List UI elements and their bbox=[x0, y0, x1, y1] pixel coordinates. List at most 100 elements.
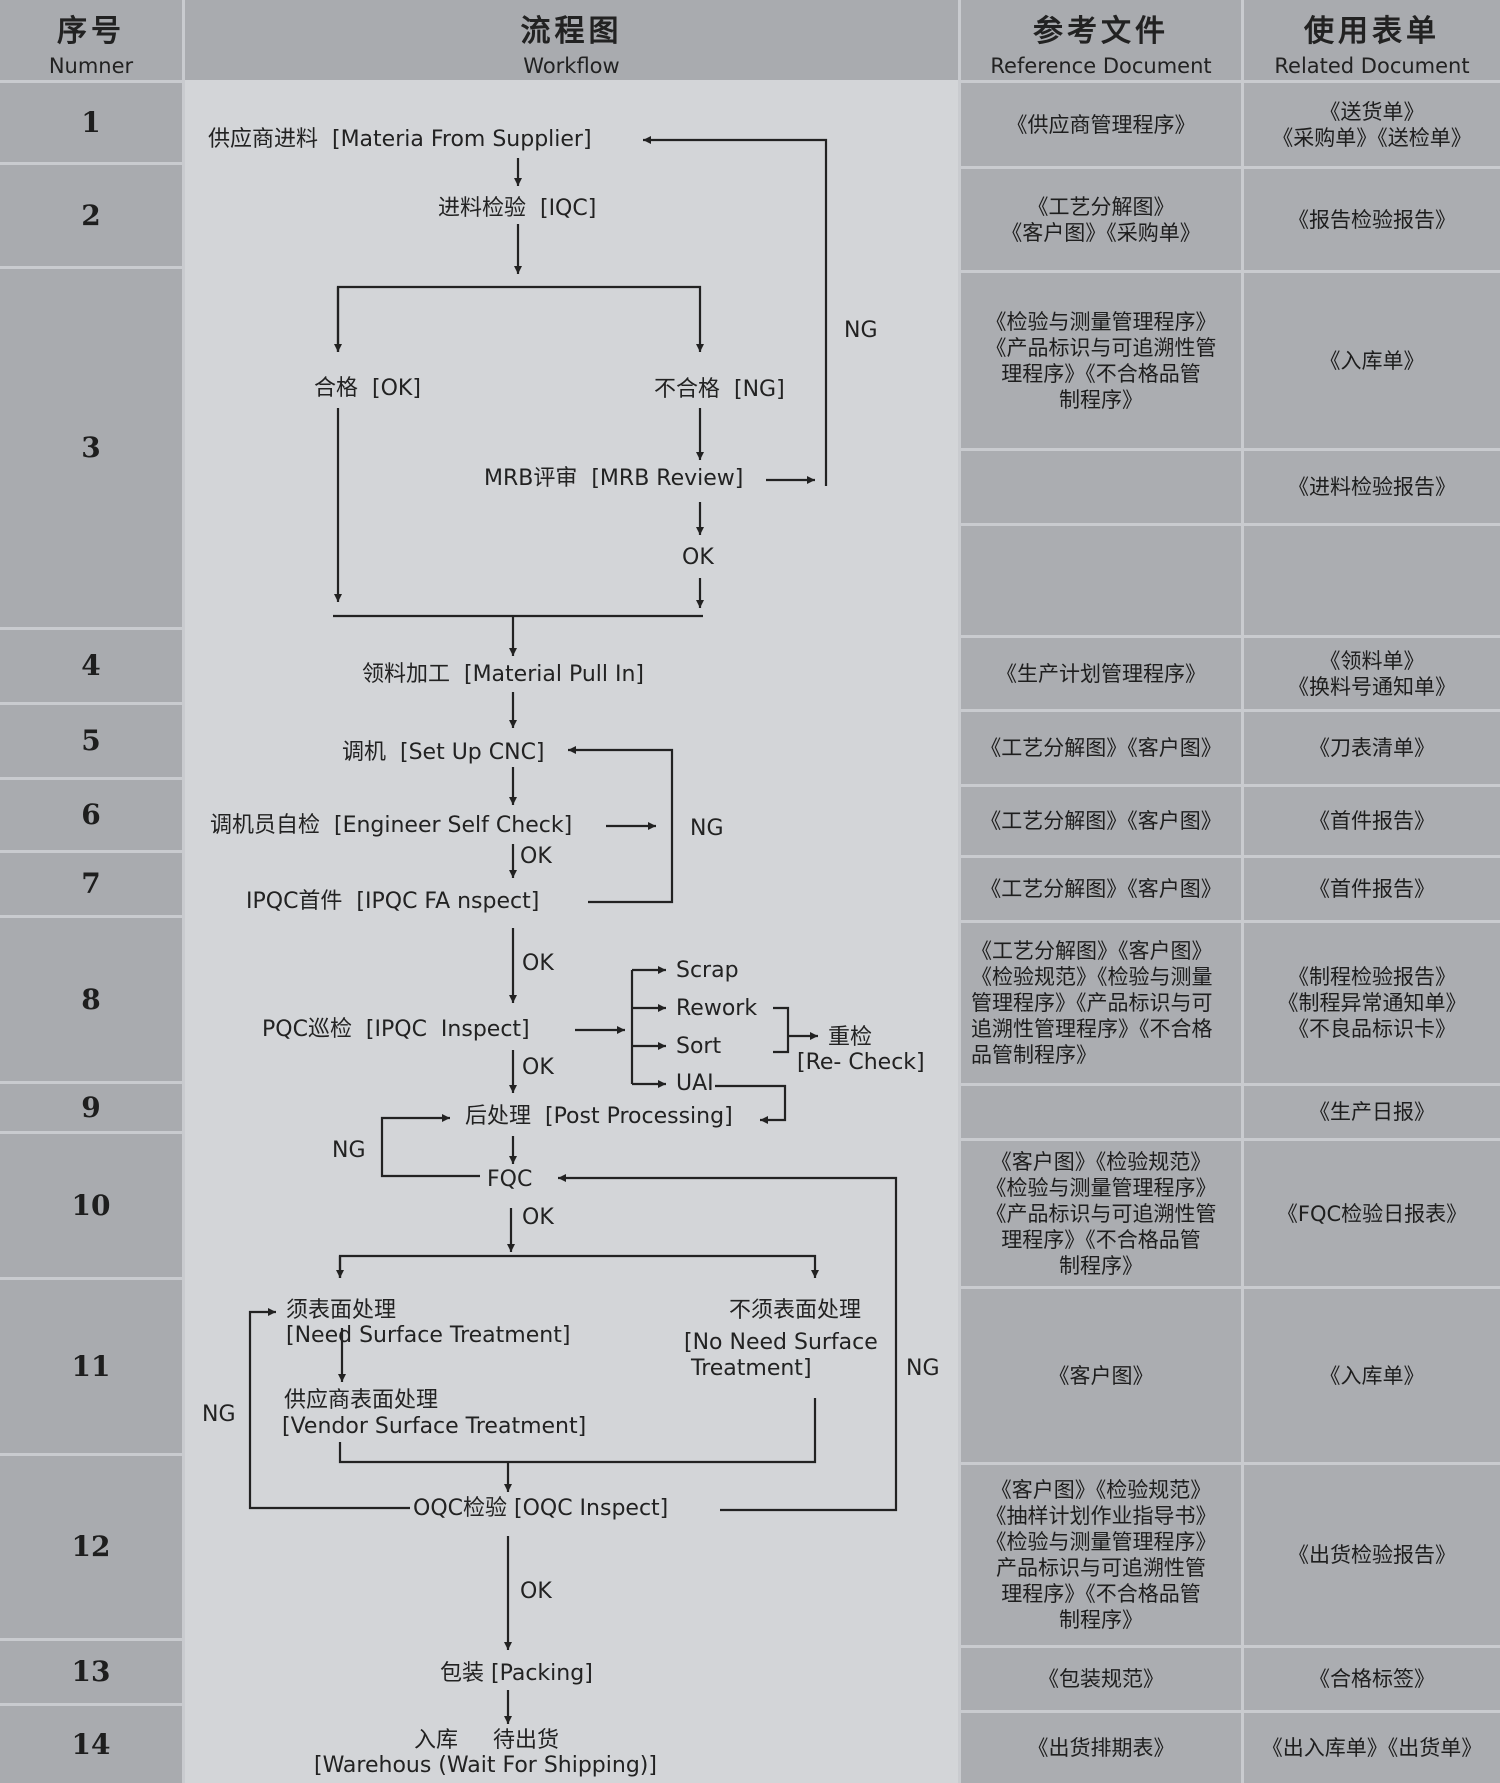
node-ok: 合格 [OK] bbox=[314, 376, 421, 401]
label-ipqc-ok: OK bbox=[522, 951, 554, 976]
line-ng-return bbox=[643, 136, 828, 486]
node-no-need-en: [No Need Surface Treatment] bbox=[684, 1330, 878, 1381]
line-fqc-ng-loop bbox=[380, 1114, 480, 1178]
line-ipqc-ng-return bbox=[568, 746, 674, 904]
node-fqc: FQC bbox=[487, 1167, 533, 1192]
node-uai: UAI bbox=[676, 1071, 714, 1096]
row-number-2: 2 bbox=[0, 165, 182, 266]
node-recheck-en: [Re- Check] bbox=[797, 1050, 925, 1075]
row-number-10: 10 bbox=[0, 1134, 182, 1277]
line-oqc-ng-right bbox=[558, 1174, 898, 1512]
split-ok-ng bbox=[336, 285, 704, 352]
row-number-3: 3 bbox=[0, 269, 182, 627]
label-mrb-ok: OK bbox=[682, 545, 714, 570]
node-oqc: OQC检验 [OQC Inspect] bbox=[413, 1496, 669, 1521]
node-mrb: MRB评审 [MRB Review] bbox=[484, 466, 744, 491]
related-doc-10: 《FQC检验日报表》 bbox=[1244, 1141, 1500, 1286]
header-workflow: 流程图 Workflow bbox=[185, 0, 958, 80]
node-need-surface-en: [Need Surface Treatment] bbox=[286, 1323, 571, 1348]
label-self-check-ng: NG bbox=[690, 816, 724, 841]
node-warehouse-en: [Warehous (Wait For Shipping)] bbox=[314, 1753, 657, 1778]
related-doc-empty bbox=[1244, 526, 1500, 635]
header-number: 序号 Numner bbox=[0, 0, 182, 80]
node-vendor-surface-zh: 供应商表面处理 bbox=[284, 1388, 439, 1413]
reference-doc-2: 《工艺分解图》 《客户图》《采购单》 bbox=[961, 169, 1241, 270]
workflow-area bbox=[185, 80, 958, 1783]
node-setup-cnc: 调机 [Set Up CNC] bbox=[342, 740, 545, 765]
reference-doc-13: 《包装规范》 bbox=[961, 1648, 1241, 1710]
row-number-7: 7 bbox=[0, 853, 182, 915]
related-doc-2: 《报告检验报告》 bbox=[1244, 169, 1500, 270]
header-workflow-zh: 流程图 bbox=[520, 14, 623, 49]
label-fqc-ng: NG bbox=[332, 1138, 366, 1163]
row-number-1: 1 bbox=[0, 83, 182, 162]
header-reference: 参考文件 Reference Document bbox=[961, 0, 1241, 80]
node-recheck-zh: 重检 bbox=[828, 1025, 873, 1050]
related-doc-5: 《刀表清单》 bbox=[1244, 712, 1500, 784]
related-doc-4: 《领料单》 《换料号通知单》 bbox=[1244, 638, 1500, 709]
related-doc-6: 《首件报告》 bbox=[1244, 787, 1500, 855]
node-rework: Rework bbox=[676, 996, 758, 1021]
header-related-en: Related Document bbox=[1274, 54, 1470, 78]
header-related-zh: 使用表单 bbox=[1304, 14, 1440, 49]
node-vendor-surface-en: [Vendor Surface Treatment] bbox=[282, 1414, 587, 1439]
node-supplier: 供应商进料 [Materia From Supplier] bbox=[208, 127, 592, 152]
node-pqc: PQC巡检 [IPQC Inspect] bbox=[262, 1017, 530, 1042]
header-reference-en: Reference Document bbox=[990, 54, 1212, 78]
header-related: 使用表单 Related Document bbox=[1244, 0, 1500, 80]
node-packing: 包装 [Packing] bbox=[440, 1661, 593, 1686]
reference-doc-1: 《供应商管理程序》 bbox=[961, 83, 1241, 166]
related-doc-14: 《出入库单》《出货单》 bbox=[1244, 1713, 1500, 1783]
row-number-12: 12 bbox=[0, 1456, 182, 1638]
reference-doc-9 bbox=[961, 1086, 1241, 1138]
reference-doc-7: 《工艺分解图》《客户图》 bbox=[961, 858, 1241, 920]
row-number-4: 4 bbox=[0, 630, 182, 702]
reference-doc-8: 《工艺分解图》《客户图》 《检验规范》《检验与测量 管理程序》《产品标识与可 追… bbox=[961, 923, 1241, 1083]
bracket-recheck bbox=[773, 1006, 790, 1054]
related-doc-7: 《首件报告》 bbox=[1244, 858, 1500, 920]
reference-doc-5: 《工艺分解图》《客户图》 bbox=[961, 712, 1241, 784]
node-material-pull: 领料加工 [Material Pull In] bbox=[362, 662, 644, 687]
reference-doc-11: 《客户图》 bbox=[961, 1289, 1241, 1462]
related-doc-11: 《入库单》 bbox=[1244, 1289, 1500, 1462]
label-oqc-ng-left: NG bbox=[202, 1402, 236, 1427]
line-uai-to-post bbox=[715, 1084, 787, 1124]
node-ipqc-fa: IPQC首件 [IPQC FA nspect] bbox=[246, 889, 540, 914]
reference-doc-14: 《出货排期表》 bbox=[961, 1713, 1241, 1783]
reference-doc-4: 《生产计划管理程序》 bbox=[961, 638, 1241, 709]
line-oqc-ng-left bbox=[248, 1308, 410, 1510]
label-oqc-ok: OK bbox=[520, 1579, 552, 1604]
row-number-6: 6 bbox=[0, 780, 182, 850]
node-iqc: 进料检验 [IQC] bbox=[438, 196, 597, 221]
related-doc-8: 《制程检验报告》 《制程异常通知单》 《不良品标识卡》 bbox=[1244, 923, 1500, 1083]
row-number-8: 8 bbox=[0, 918, 182, 1081]
node-self-check: 调机员自检 [Engineer Self Check] bbox=[210, 813, 573, 838]
label-self-check-ok: OK bbox=[520, 844, 552, 869]
related-doc-3b: 《进料检验报告》 bbox=[1244, 451, 1500, 523]
reference-doc-3: 《检验与测量管理程序》 《产品标识与可追溯性管 理程序》《不合格品管 制程序》 bbox=[961, 273, 1241, 448]
related-doc-12: 《出货检验报告》 bbox=[1244, 1465, 1500, 1645]
row-number-13: 13 bbox=[0, 1641, 182, 1703]
label-fqc-ok: OK bbox=[522, 1205, 554, 1230]
node-no-need-zh: 不须表面处理 bbox=[729, 1298, 862, 1323]
label-oqc-ng-right: NG bbox=[906, 1356, 940, 1381]
row-number-5: 5 bbox=[0, 705, 182, 777]
reference-doc-3-empty bbox=[961, 451, 1241, 523]
related-doc-3: 《入库单》 bbox=[1244, 273, 1500, 448]
row-number-14: 14 bbox=[0, 1706, 182, 1783]
node-warehouse-zh: 入库 待出货 bbox=[414, 1728, 559, 1753]
node-post-processing: 后处理 [Post Processing] bbox=[465, 1104, 733, 1129]
related-doc-9: 《生产日报》 bbox=[1244, 1086, 1500, 1138]
node-ng: 不合格 [NG] bbox=[654, 377, 785, 402]
header-number-en: Numner bbox=[48, 54, 134, 78]
node-scrap: Scrap bbox=[676, 958, 739, 983]
related-doc-13: 《合格标签》 bbox=[1244, 1648, 1500, 1710]
header-workflow-en: Workflow bbox=[523, 54, 620, 78]
node-sort: Sort bbox=[676, 1034, 722, 1059]
node-need-surface-zh: 须表面处理 bbox=[286, 1298, 397, 1323]
header-reference-zh: 参考文件 bbox=[1033, 14, 1169, 49]
label-pqc-ok: OK bbox=[522, 1055, 554, 1080]
merge-surface bbox=[338, 1398, 817, 1464]
